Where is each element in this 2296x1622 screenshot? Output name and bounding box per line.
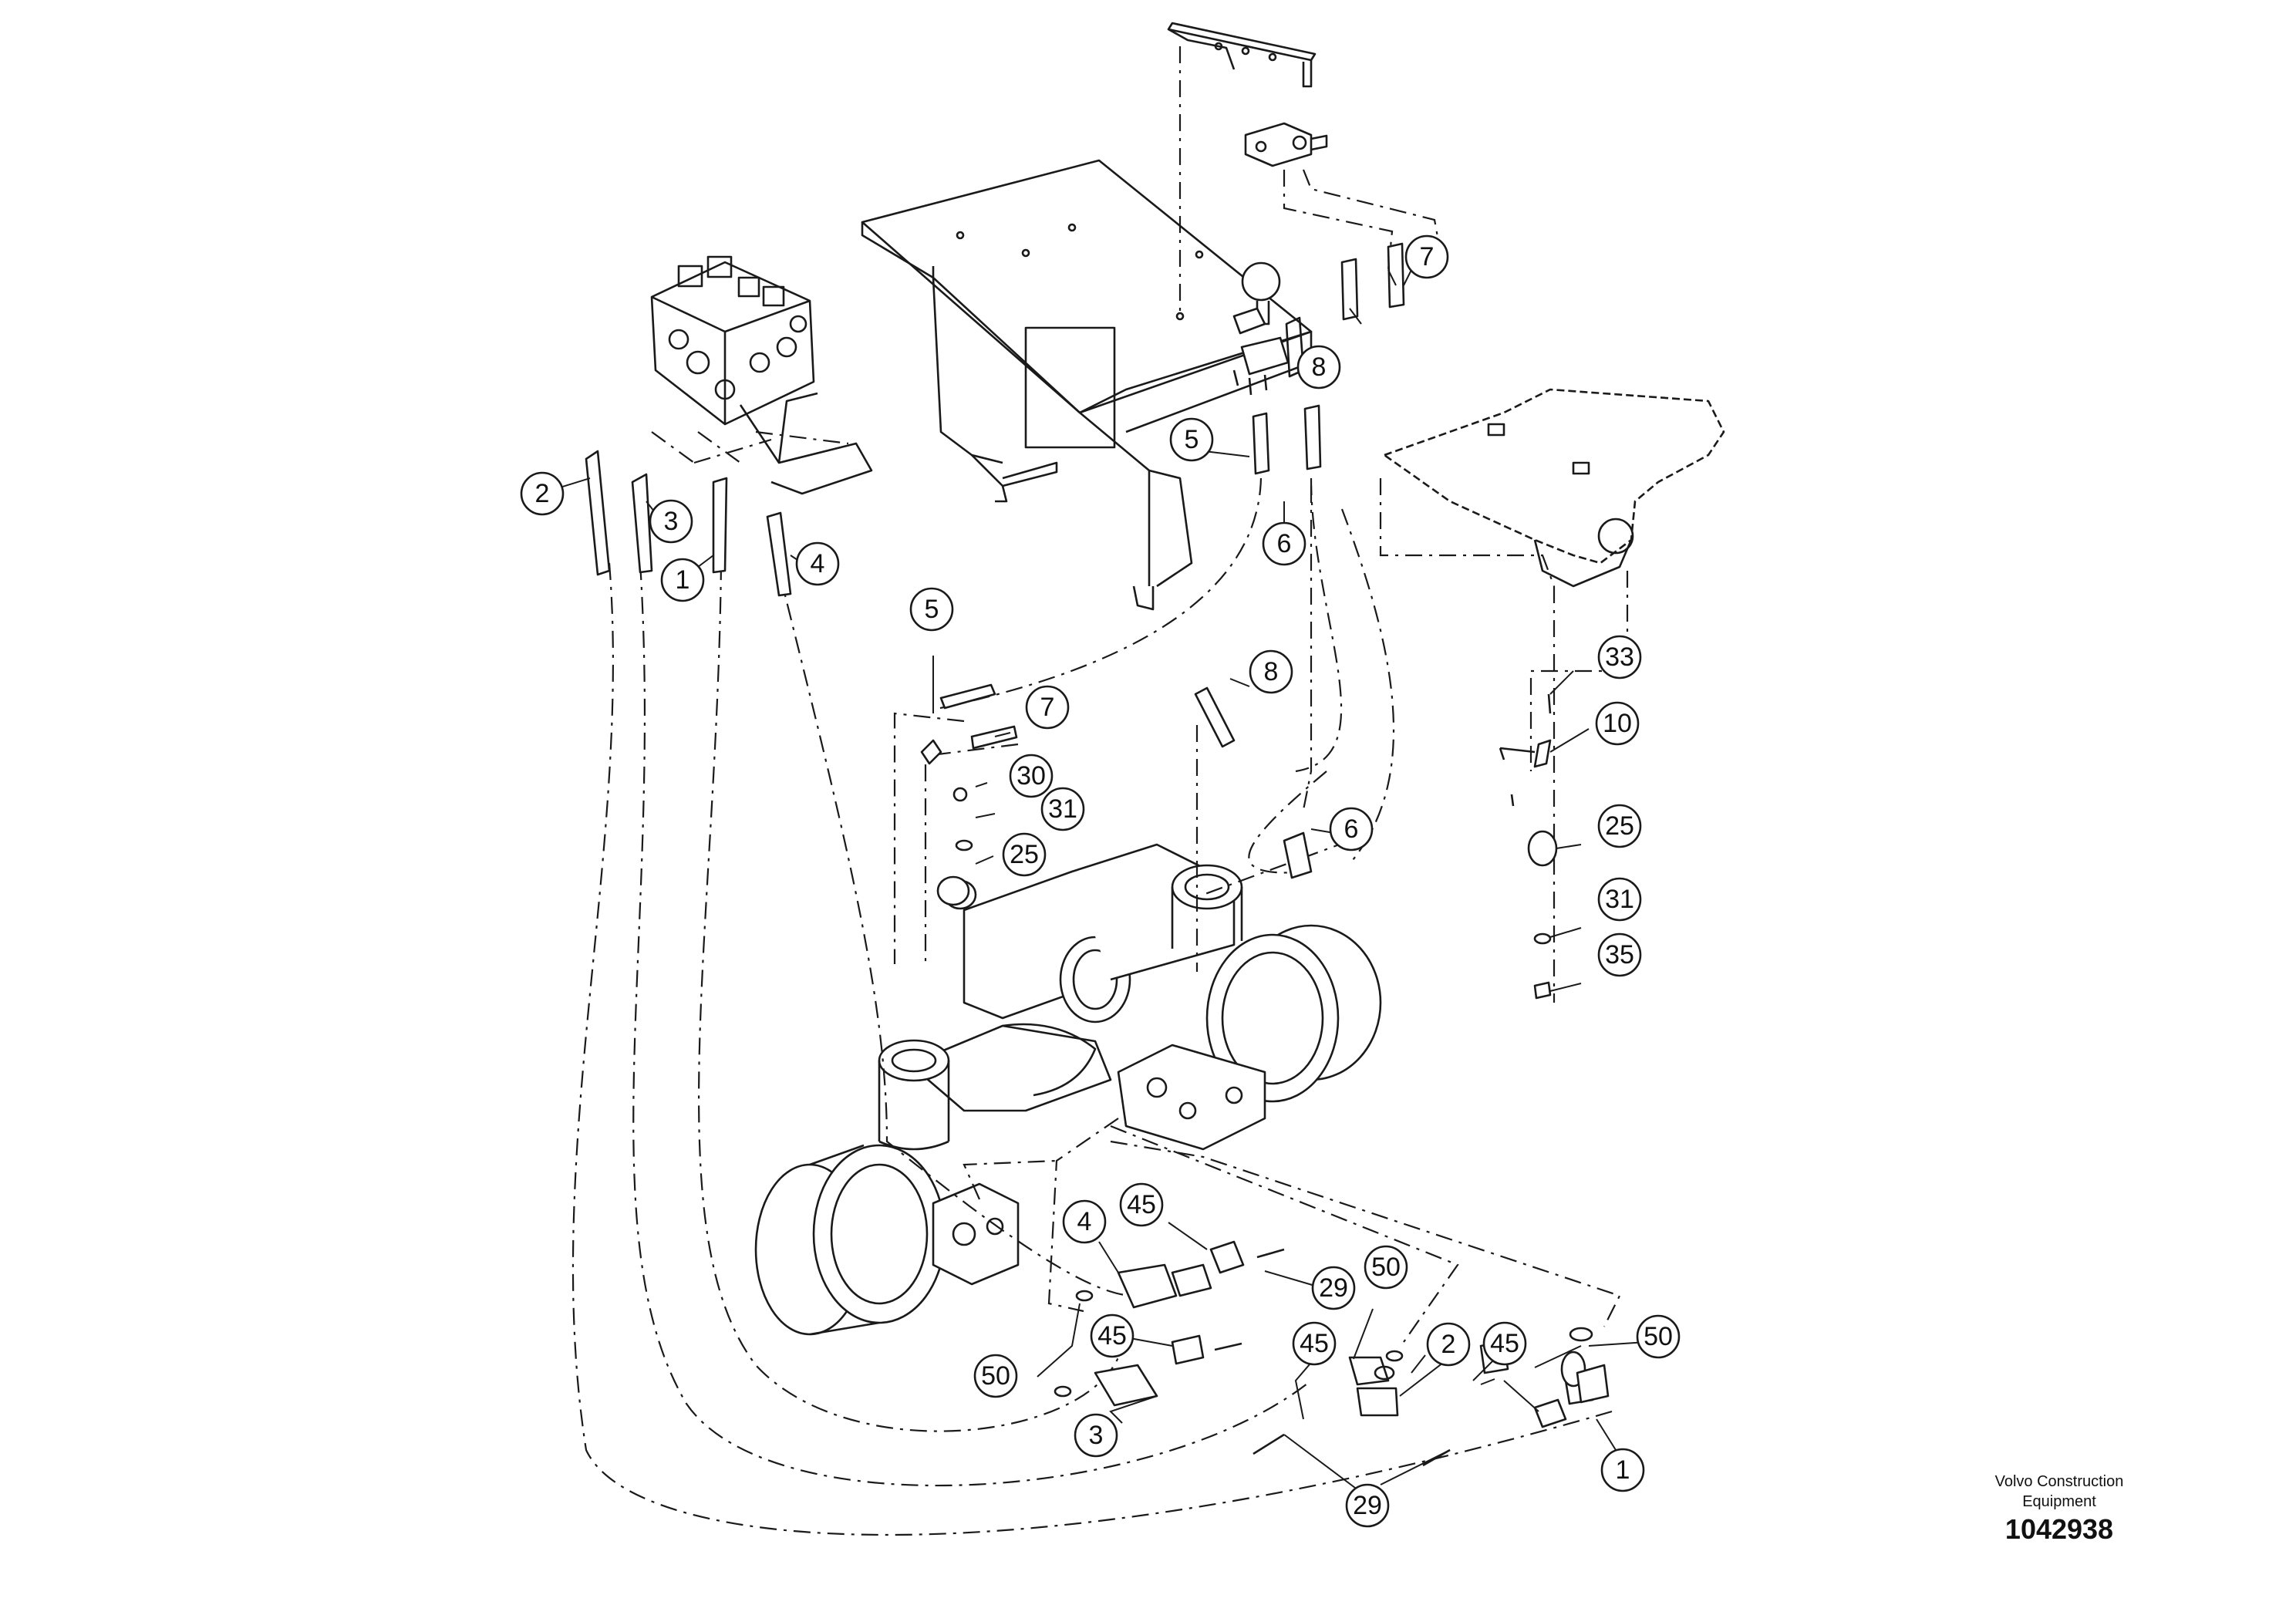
callout-6-top: 6 (1262, 521, 1306, 566)
callout-label: 4 (1077, 1207, 1092, 1236)
callout-2-upper-left: 2 (520, 471, 565, 516)
callout-label: 6 (1344, 814, 1359, 844)
callout-50-a: 50 (1364, 1245, 1408, 1290)
callout-29-b: 29 (1345, 1483, 1390, 1528)
callout-label: 1 (676, 565, 690, 595)
callout-label: 31 (1048, 794, 1077, 824)
callout-45-d: 45 (1482, 1321, 1527, 1366)
callout-label: 45 (1490, 1329, 1519, 1358)
callout-50-c: 50 (973, 1354, 1018, 1398)
callout-45-c: 45 (1292, 1321, 1337, 1366)
callout-45-b: 45 (1090, 1313, 1135, 1358)
upper-mounting-bracket (1167, 22, 1317, 88)
callout-label: 35 (1605, 940, 1634, 969)
callout-label: 8 (1312, 352, 1327, 382)
callout-label: 7 (1040, 693, 1055, 722)
brand-line-2: Equipment (2022, 1493, 2096, 1510)
control-valve-block (650, 255, 873, 495)
callout-45-a: 45 (1119, 1182, 1164, 1227)
axle-bogie-assembly (878, 843, 1243, 1151)
callout-label: 25 (1605, 811, 1634, 841)
callout-29-a: 29 (1311, 1266, 1356, 1310)
callout-label: 10 (1603, 709, 1632, 738)
callout-7-middle: 7 (1025, 685, 1070, 730)
callout-label: 50 (1371, 1253, 1401, 1282)
callout-label: 33 (1605, 642, 1634, 672)
pressure-gauge (1232, 261, 1305, 396)
callout-label: 45 (1300, 1329, 1329, 1358)
callout-8-top: 8 (1296, 345, 1341, 389)
brand-line-1: Volvo Construction (1994, 1473, 2124, 1490)
callout-5-middle: 5 (909, 587, 954, 632)
callout-label: 5 (1185, 425, 1199, 454)
callout-label: 50 (1644, 1322, 1673, 1351)
callout-35: 35 (1597, 932, 1642, 977)
callout-50-b: 50 (1636, 1314, 1681, 1359)
callout-1-lower: 1 (1600, 1448, 1645, 1492)
callout-8-middle: 8 (1249, 649, 1293, 694)
callout-3-upper-left: 3 (649, 499, 693, 544)
callout-label: 2 (1441, 1330, 1456, 1359)
callout-label: 31 (1605, 885, 1634, 914)
callout-2-lower: 2 (1426, 1322, 1471, 1367)
right-wheel-motor (1117, 924, 1382, 1151)
callout-33: 33 (1597, 635, 1642, 679)
callout-25-right: 25 (1597, 804, 1642, 848)
callout-10: 10 (1595, 701, 1640, 746)
pressure-block (1244, 122, 1328, 167)
callout-label: 3 (664, 507, 679, 536)
callout-3-lower: 3 (1074, 1413, 1118, 1458)
callout-label: 4 (811, 549, 825, 578)
callout-label: 2 (535, 479, 550, 508)
cab-mounting-frame (861, 159, 1313, 611)
callout-1-upper-left: 1 (660, 558, 705, 602)
callout-label: 1 (1616, 1455, 1630, 1485)
callout-4-upper-left: 4 (795, 541, 840, 586)
callout-31-right: 31 (1597, 877, 1642, 922)
callout-5-top: 5 (1169, 417, 1214, 462)
right-mounting-plate (1383, 388, 1725, 588)
callout-label: 29 (1353, 1491, 1382, 1520)
drawing-number: 1042938 (2004, 1513, 2114, 1545)
callout-label: 8 (1264, 657, 1279, 686)
callout-label: 45 (1127, 1190, 1156, 1219)
callout-label: 50 (981, 1361, 1010, 1391)
callout-7-top-right: 7 (1404, 234, 1449, 279)
callout-31-left: 31 (1040, 787, 1085, 831)
left-wheel-motor (754, 1144, 1020, 1336)
callout-6-middle: 6 (1329, 807, 1374, 851)
callout-label: 3 (1089, 1421, 1104, 1450)
callout-4-lower: 4 (1062, 1199, 1107, 1244)
callout-30: 30 (1009, 754, 1054, 798)
callout-25-left: 25 (1002, 832, 1047, 877)
callout-label: 30 (1017, 761, 1046, 791)
callout-label: 5 (925, 595, 939, 624)
callout-label: 45 (1097, 1321, 1127, 1351)
callout-label: 7 (1420, 242, 1435, 271)
hose-fittings (585, 242, 1610, 1467)
manufacturer-caption: Volvo Construction Equipment (1913, 1472, 2206, 1512)
callout-label: 6 (1277, 529, 1292, 558)
callout-label: 29 (1319, 1273, 1348, 1303)
callout-label: 25 (1010, 840, 1039, 869)
